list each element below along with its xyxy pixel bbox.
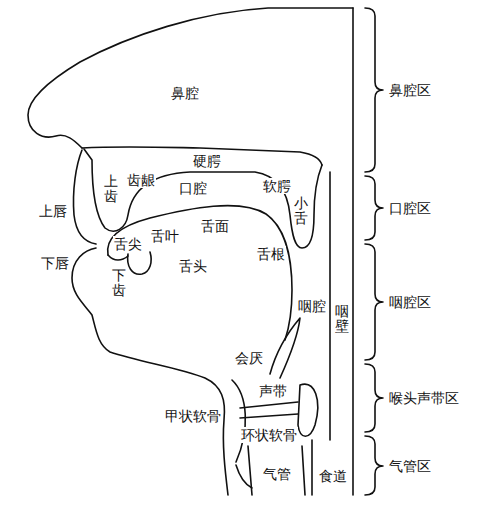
part-label: 环状软骨 xyxy=(240,427,298,443)
region-label: 咽腔区 xyxy=(388,294,432,310)
upper-teeth-and-palate xyxy=(84,149,322,248)
esophagus-front xyxy=(311,440,313,495)
region-bracket xyxy=(365,8,383,172)
region-label: 喉头声带区 xyxy=(388,390,460,406)
part-label: 下唇 xyxy=(40,255,70,271)
part-label: 小舌 xyxy=(294,196,308,227)
thyroid-cartilage xyxy=(232,380,245,462)
region-label: 口腔区 xyxy=(388,200,432,216)
cavity-label: 咽腔 xyxy=(297,298,327,314)
part-label: 声带 xyxy=(258,383,288,399)
part-label: 舌根 xyxy=(256,246,286,262)
part-label: 齿龈 xyxy=(126,172,156,188)
part-label: 气管 xyxy=(262,466,292,482)
region-bracket xyxy=(365,244,383,360)
pharynx-inner-wall xyxy=(329,172,331,440)
head-outline xyxy=(28,8,353,148)
part-label: 咽壁 xyxy=(335,304,349,335)
part-label: 软腭 xyxy=(262,178,292,194)
lower-lip-chin-neck xyxy=(72,248,228,495)
part-label: 甲状软骨 xyxy=(164,408,222,424)
region-label: 鼻腔区 xyxy=(388,82,432,98)
trachea xyxy=(248,446,305,495)
part-label: 硬腭 xyxy=(192,153,222,169)
region-label: 气管区 xyxy=(388,458,432,474)
region-bracket xyxy=(365,176,383,240)
region-bracket xyxy=(365,364,383,432)
vocal-folds xyxy=(240,402,298,418)
part-label: 下齿 xyxy=(112,268,126,299)
pharynx-outer-wall xyxy=(352,8,354,495)
region-bracket xyxy=(365,436,383,495)
part-label: 舌面 xyxy=(200,218,230,234)
part-label: 上唇 xyxy=(38,203,68,219)
part-label: 食道 xyxy=(318,468,348,484)
tongue xyxy=(108,206,292,340)
part-label: 舌头 xyxy=(178,258,208,274)
cavity-label: 鼻腔 xyxy=(170,85,200,101)
lower-teeth xyxy=(128,252,152,274)
cavity-label: 口腔 xyxy=(178,180,208,196)
part-label: 上齿 xyxy=(104,174,118,205)
tongue-underside xyxy=(108,255,128,260)
epiglottis xyxy=(270,318,300,378)
part-label: 会厌 xyxy=(234,350,264,366)
part-label: 舌叶 xyxy=(150,228,180,244)
arytenoid-cartilage xyxy=(298,384,318,436)
part-label: 舌尖 xyxy=(113,236,143,252)
